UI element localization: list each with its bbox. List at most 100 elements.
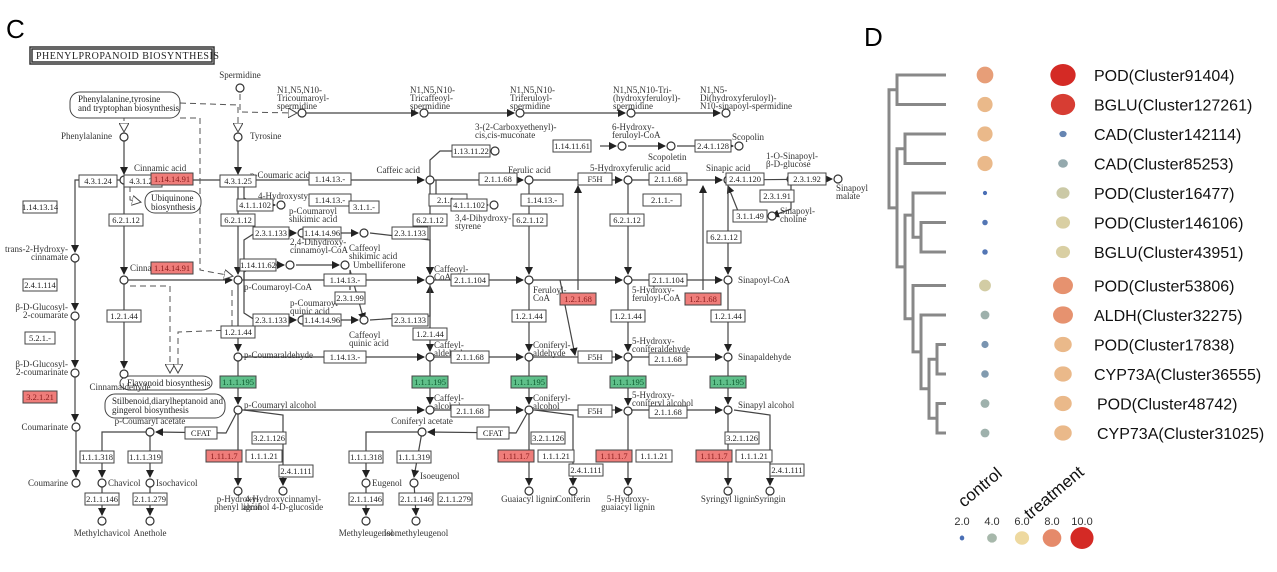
compound-node[interactable] xyxy=(119,275,129,285)
compound-node[interactable] xyxy=(489,200,499,210)
compound-node[interactable] xyxy=(524,405,534,415)
enzyme-box[interactable]: 2.1.1.146 xyxy=(398,492,434,506)
compound-conalc[interactable]: Coniferyl-alcohol xyxy=(524,393,571,415)
compound-node[interactable] xyxy=(623,275,633,285)
compound-node[interactable] xyxy=(623,175,633,185)
enzyme-box[interactable]: 3.2.1.126 xyxy=(530,431,566,445)
enzyme-box[interactable]: 2.1.1.68 xyxy=(648,352,688,366)
map-link-m3[interactable]: Flavonoid biosynthesis xyxy=(119,375,213,391)
compound-node[interactable] xyxy=(359,228,369,238)
compound-node[interactable] xyxy=(626,108,636,118)
compound-fer[interactable]: Ferulic acid xyxy=(508,165,551,185)
enzyme-box[interactable]: 1.2.1.68 xyxy=(559,292,597,306)
enzyme-box[interactable]: 1.1.1.319 xyxy=(127,450,163,464)
compound-node[interactable] xyxy=(361,478,371,488)
enzyme-box[interactable]: 2.3.1.92 xyxy=(787,172,827,186)
enzyme-box[interactable]: 1.1.1.195 xyxy=(219,375,257,389)
compound-4hs[interactable]: 4-Hydroxystyrene xyxy=(258,191,323,210)
enzyme-box[interactable]: 1.11.1.7 xyxy=(497,449,535,463)
compound-coumarine[interactable]: Coumarine xyxy=(28,478,81,488)
compound-node[interactable] xyxy=(623,486,633,496)
compound-chav[interactable]: Chavicol xyxy=(97,478,141,488)
enzyme-box[interactable]: 4.1.1.102 xyxy=(236,198,274,212)
enzyme-box[interactable]: 4.3.1.24 xyxy=(78,174,118,188)
compound-isometheug[interactable]: Isomethyleugenol xyxy=(384,516,449,538)
enzyme-box[interactable]: 1.2.1.44 xyxy=(106,309,142,323)
compound-anet[interactable]: Anethole xyxy=(134,516,167,538)
enzyme-box[interactable]: 1.1.1.21 xyxy=(735,449,773,463)
compound-sinCoA[interactable]: Sinapoyl-CoA xyxy=(723,275,791,285)
enzyme-box[interactable]: 1.14.13.- xyxy=(520,193,564,207)
enzyme-box[interactable]: F5H xyxy=(577,404,613,418)
enzyme-box[interactable]: 2.1.1.- xyxy=(642,193,682,207)
compound-bdgc[interactable]: β-D-Glucosyl-2-coumarate xyxy=(15,302,80,321)
enzyme-box[interactable]: 6.2.1.12 xyxy=(512,213,548,227)
compound-node[interactable] xyxy=(425,352,435,362)
enzyme-box[interactable]: 4.1.1.102 xyxy=(450,198,488,212)
compound-carbox[interactable]: 3-(2-Carboxyethenyl)-cis,cis-muconate xyxy=(475,122,556,156)
compound-24dh[interactable]: 2,4-Dihydroxy-cinnamoyl-CoA xyxy=(285,237,348,270)
compound-pcald[interactable]: p-Coumaraldehyde xyxy=(233,350,313,362)
enzyme-box[interactable]: 1.2.1.44 xyxy=(220,325,256,339)
compound-methchav[interactable]: Methylchavicol xyxy=(74,516,131,538)
enzyme-box[interactable]: 2.1.1.68 xyxy=(478,172,518,186)
enzyme-box[interactable]: 2.1.1.104 xyxy=(450,273,490,287)
compound-node[interactable] xyxy=(235,83,245,93)
enzyme-box[interactable]: 2.3.1.99 xyxy=(334,291,366,305)
compound-ferCoA[interactable]: Feruloyl-CoA xyxy=(524,275,567,303)
compound-node[interactable] xyxy=(145,478,155,488)
enzyme-box[interactable]: 1.14.13.- xyxy=(323,350,367,364)
compound-node[interactable] xyxy=(361,516,371,526)
enzyme-box[interactable]: 1.1.1.195 xyxy=(510,375,548,389)
compound-5hfa[interactable]: 5-Hydroxyferulic acid xyxy=(590,163,671,185)
compound-node[interactable] xyxy=(297,108,307,118)
compound-5hfCoA[interactable]: 5-Hydroxy-feruloyl-CoA xyxy=(623,275,681,303)
compound-node[interactable] xyxy=(419,108,429,118)
compound-eug[interactable]: Eugenol xyxy=(361,478,402,488)
enzyme-box[interactable]: 6.2.1.12 xyxy=(220,213,256,227)
compound-4hcag[interactable]: 4-Hydroxycinnamyl-alcohol 4-D-glucoside xyxy=(243,486,323,512)
compound-cafald[interactable]: Caffeyl-aldehyde xyxy=(425,340,466,362)
compound-pcouCoA[interactable]: p-Coumaroyl-CoA xyxy=(233,275,312,292)
enzyme-box[interactable]: 2.3.1.133 xyxy=(252,313,290,327)
enzyme-box[interactable]: 6.2.1.12 xyxy=(706,230,742,244)
compound-node[interactable] xyxy=(524,352,534,362)
compound-node[interactable] xyxy=(145,427,155,437)
compound-phl[interactable]: p-Hydroxy-phenyl lignin xyxy=(214,486,262,512)
compound-node[interactable] xyxy=(765,486,775,496)
compound-syrl[interactable]: Syringyl lignin xyxy=(701,486,756,504)
enzyme-box[interactable]: 2.3.1.133 xyxy=(391,226,429,240)
enzyme-box[interactable]: 2.1.1.279 xyxy=(132,492,168,506)
compound-node[interactable] xyxy=(70,253,80,263)
enzyme-box[interactable]: 2.1.1.279 xyxy=(437,492,473,506)
compound-tricaf[interactable]: N1,N5,N10-Tricaffeoyl-spermidine xyxy=(410,85,455,118)
enzyme-box[interactable]: 3.1.1.- xyxy=(348,200,380,214)
enzyme-box[interactable]: 1.1.1.195 xyxy=(709,375,747,389)
compound-tyr[interactable]: Tyrosine xyxy=(233,131,281,142)
compound-metheug[interactable]: Methyleugenol xyxy=(339,516,394,538)
enzyme-box[interactable]: 1.14.11.62 xyxy=(239,258,277,272)
compound-sinald[interactable]: Sinapaldehyde xyxy=(723,352,791,362)
enzyme-box[interactable]: 5.2.1.- xyxy=(24,331,56,345)
enzyme-box[interactable]: 1.14.13.- xyxy=(308,193,352,207)
enzyme-box[interactable]: 6.2.1.12 xyxy=(609,213,645,227)
enzyme-box[interactable]: F5H xyxy=(577,350,613,364)
compound-cinnald[interactable]: Cinnamaldehyde xyxy=(90,369,151,392)
enzyme-box[interactable]: 1.14.13.14 xyxy=(22,200,59,214)
enzyme-box[interactable]: 2.4.1.111 xyxy=(568,463,604,477)
compound-node[interactable] xyxy=(425,275,435,285)
enzyme-box[interactable]: 6.2.1.12 xyxy=(412,213,448,227)
compound-node[interactable] xyxy=(734,141,744,151)
compound-node[interactable] xyxy=(97,516,107,526)
compound-pcacet[interactable]: p-Coumaryl acetate xyxy=(115,416,186,437)
compound-node[interactable] xyxy=(409,478,419,488)
enzyme-box[interactable]: F5H xyxy=(577,172,613,186)
compound-node[interactable] xyxy=(276,200,286,210)
enzyme-box[interactable]: 1.14.14.91 xyxy=(150,261,194,275)
compound-node[interactable] xyxy=(568,486,578,496)
compound-caff[interactable]: Caffeic acid xyxy=(376,165,435,185)
